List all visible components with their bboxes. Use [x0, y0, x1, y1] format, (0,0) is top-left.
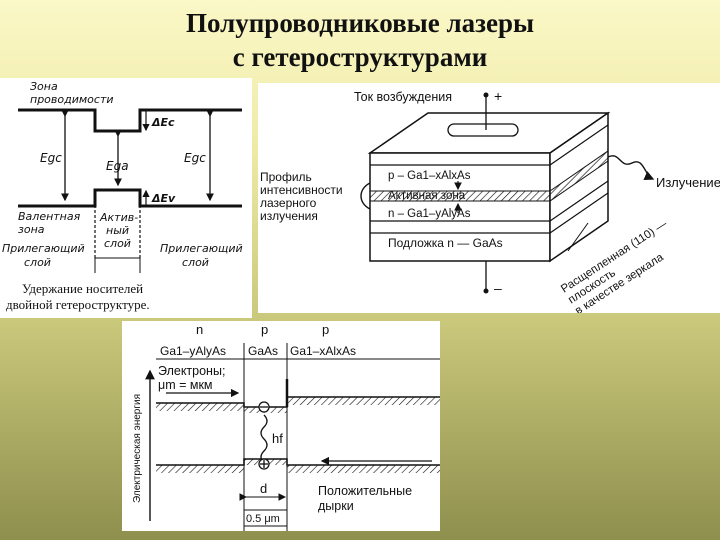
adjacent-layer-right-2: слой	[182, 256, 209, 269]
title-line-2: с гетероструктурами	[232, 42, 488, 72]
adjacent-layer-right-1: Прилегающий	[160, 242, 243, 255]
emission-arrow	[607, 155, 655, 181]
energy-diagram: n p p Ga1–yAlyAs GaAs Ga1–xAlxAs Электро…	[132, 322, 440, 531]
photon-label: hf	[272, 431, 283, 446]
intensity-profile-label-2: интенсивности	[260, 183, 343, 197]
caption-line-2: двойной гетероструктуре.	[6, 297, 150, 312]
title-line-1: Полупроводниковые лазеры	[185, 8, 535, 38]
slide-title: Полупроводниковые лазеры с гетерострукту…	[0, 6, 720, 74]
energy-diagram-panel: n p p Ga1–yAlyAs GaAs Ga1–xAlxAs Электро…	[122, 321, 440, 531]
conduction-band-edge	[18, 108, 242, 133]
active-zone-label: Активная зона	[388, 190, 466, 202]
energy-axis-label: Электрическая энергия	[132, 394, 143, 503]
top-contact-stripe	[447, 123, 519, 137]
emission-label: Излучение	[656, 175, 720, 190]
delta-ev-label: ΔEv	[151, 192, 176, 205]
valence-band-label-2: зона	[18, 223, 45, 236]
photon-wave	[260, 414, 268, 464]
conduction-band-label-2: проводимости	[30, 93, 114, 106]
chip-side-face	[549, 111, 609, 263]
holes-label-2: дырки	[318, 499, 354, 513]
width-symbol: d	[260, 481, 267, 496]
type-n-label: n	[196, 322, 203, 337]
material-right-label: Ga1–xAlxAs	[290, 344, 356, 358]
adjacent-layer-left-1: Прилегающий	[2, 242, 85, 255]
caption-line-1: Удержание носителей	[22, 281, 143, 296]
egc-right-label: Egc	[184, 151, 206, 165]
valence-band-label-1: Валентная	[18, 210, 81, 223]
material-left-label: Ga1–yAlyAs	[160, 344, 226, 358]
plus-terminal: +	[494, 88, 502, 104]
laser-structure: Ток возбуждения + – p – Ga1–xAlxAs Актив…	[260, 88, 720, 313]
conduction-band-label-1: Зона	[30, 80, 58, 93]
intensity-profile-label-1: Профиль	[260, 170, 312, 184]
p-layer-label: p – Ga1–xAlxAs	[388, 170, 471, 182]
valence-band-line	[156, 458, 440, 466]
active-layer-label-1: Актив-	[99, 211, 138, 224]
electrons-label: Электроны;	[158, 364, 225, 378]
adjacent-layer-left-2: слой	[24, 256, 51, 269]
minus-terminal: –	[494, 280, 502, 296]
delta-ec-label: ΔEc	[151, 116, 175, 129]
band-diagram: Зона проводимости ΔEc ΔEv Egc Ega Egc Ва…	[2, 80, 243, 312]
n-layer-label: n – Ga1–yAlyAs	[388, 208, 471, 220]
excitation-current-label: Ток возбуждения	[354, 90, 452, 104]
width-value: 0.5 μm	[246, 513, 280, 525]
type-p2-label: p	[322, 322, 329, 337]
ega-label: Ega	[106, 159, 129, 173]
holes-label-1: Положительные	[318, 484, 412, 498]
egc-left-label: Egc	[40, 151, 62, 165]
band-diagram-panel: Зона проводимости ΔEc ΔEv Egc Ega Egc Ва…	[0, 78, 252, 318]
intensity-profile-label-4: излучения	[260, 209, 318, 223]
intensity-profile-label-3: лазерного	[260, 196, 317, 210]
micron-note: μm = мкм	[158, 378, 213, 392]
valence-band-edge	[18, 188, 242, 208]
intensity-profile-curve	[360, 182, 371, 210]
substrate-label: Подложка n — GaAs	[388, 236, 503, 250]
material-mid-label: GaAs	[248, 344, 278, 358]
active-layer-label-3: слой	[104, 237, 131, 250]
type-p1-label: p	[261, 322, 268, 337]
active-layer-label-2: ный	[106, 224, 129, 237]
laser-structure-panel: Ток возбуждения + – p – Ga1–xAlxAs Актив…	[258, 83, 720, 313]
